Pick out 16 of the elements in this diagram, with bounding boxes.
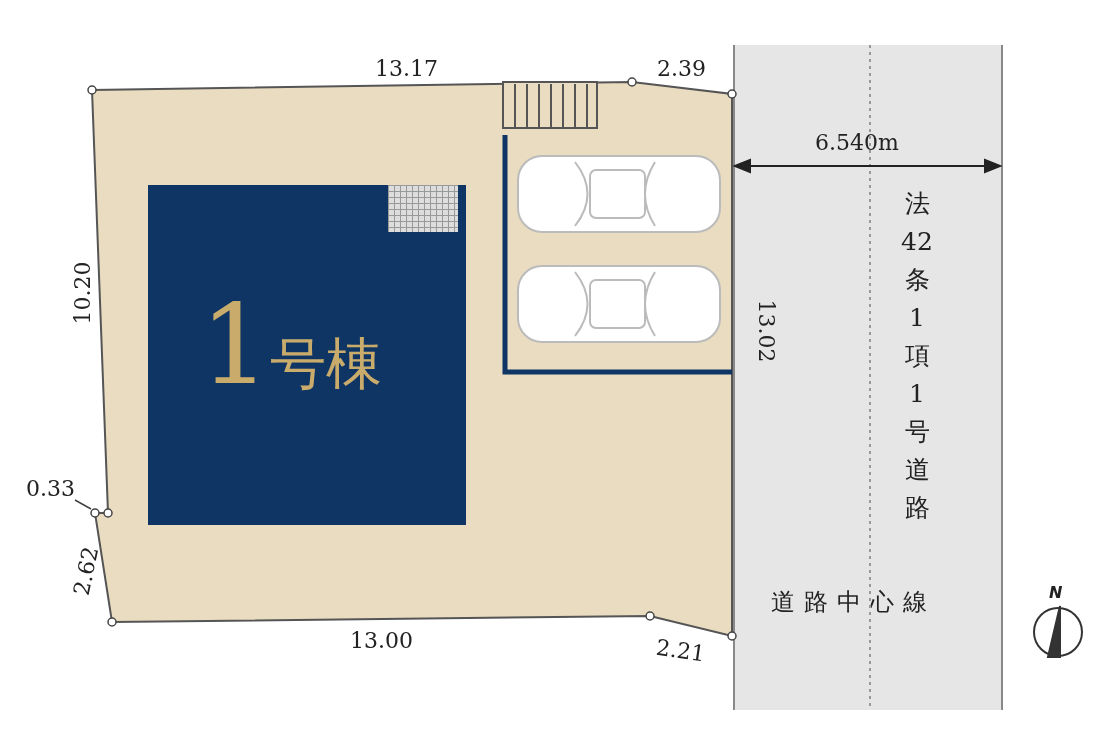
leader-line: [74, 499, 92, 510]
road-band: [733, 45, 1003, 710]
dimension-text: 2.62: [70, 544, 103, 598]
dimension-text: 2.21: [654, 636, 707, 666]
dimension-text: 13.00: [350, 630, 413, 652]
house-block: [148, 185, 466, 525]
dimension-text: 2.39: [657, 58, 706, 80]
dimension-text: 0.33: [26, 478, 75, 500]
dimension-text: 13.17: [375, 58, 438, 80]
dimension-text: 6.540m: [815, 132, 899, 154]
boundary-marker: [90, 508, 100, 518]
road-type-text: 法42条1項1号道路: [900, 188, 934, 524]
north-label: N: [1049, 585, 1063, 601]
building-label: 1号棟: [200, 290, 382, 400]
dimension-text: 13.02: [755, 299, 778, 363]
dimension-text: 10.20: [72, 261, 95, 325]
